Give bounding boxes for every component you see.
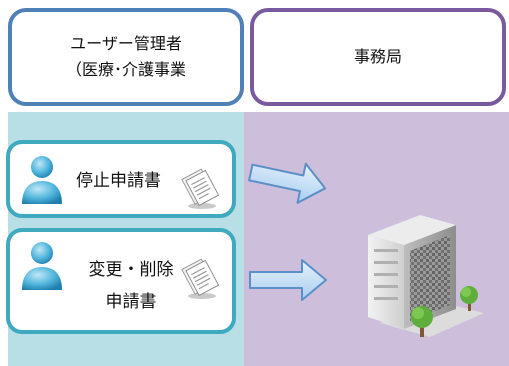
document-icon (181, 258, 220, 299)
change-delete-request-label-line1: 変更・削除 (88, 260, 174, 280)
change-delete-request-card: 変更・削除 申請書 (6, 228, 236, 334)
stop-request-label: 停止申請書 (76, 171, 161, 191)
document-icon (181, 168, 220, 209)
office-header: 事務局 (250, 8, 506, 106)
stop-request-card: 停止申請書 (6, 140, 236, 218)
person-icon (22, 242, 62, 290)
arrow-right-icon (249, 259, 327, 301)
office-header-label: 事務局 (353, 47, 402, 66)
change-delete-request-label-line2: 申請書 (105, 292, 157, 312)
tree-icon (411, 306, 433, 337)
person-icon (22, 156, 62, 204)
change-delete-request-label: 変更・削除 申請書 (76, 254, 186, 318)
arrow-right-icon (248, 162, 327, 204)
office-building-icon (368, 215, 484, 337)
user-admin-header-line2: （医療･介護事業 (65, 60, 186, 79)
user-admin-header-line1: ユーザー管理者 (70, 34, 182, 53)
user-admin-header: ユーザー管理者 （医療･介護事業 (8, 8, 244, 106)
